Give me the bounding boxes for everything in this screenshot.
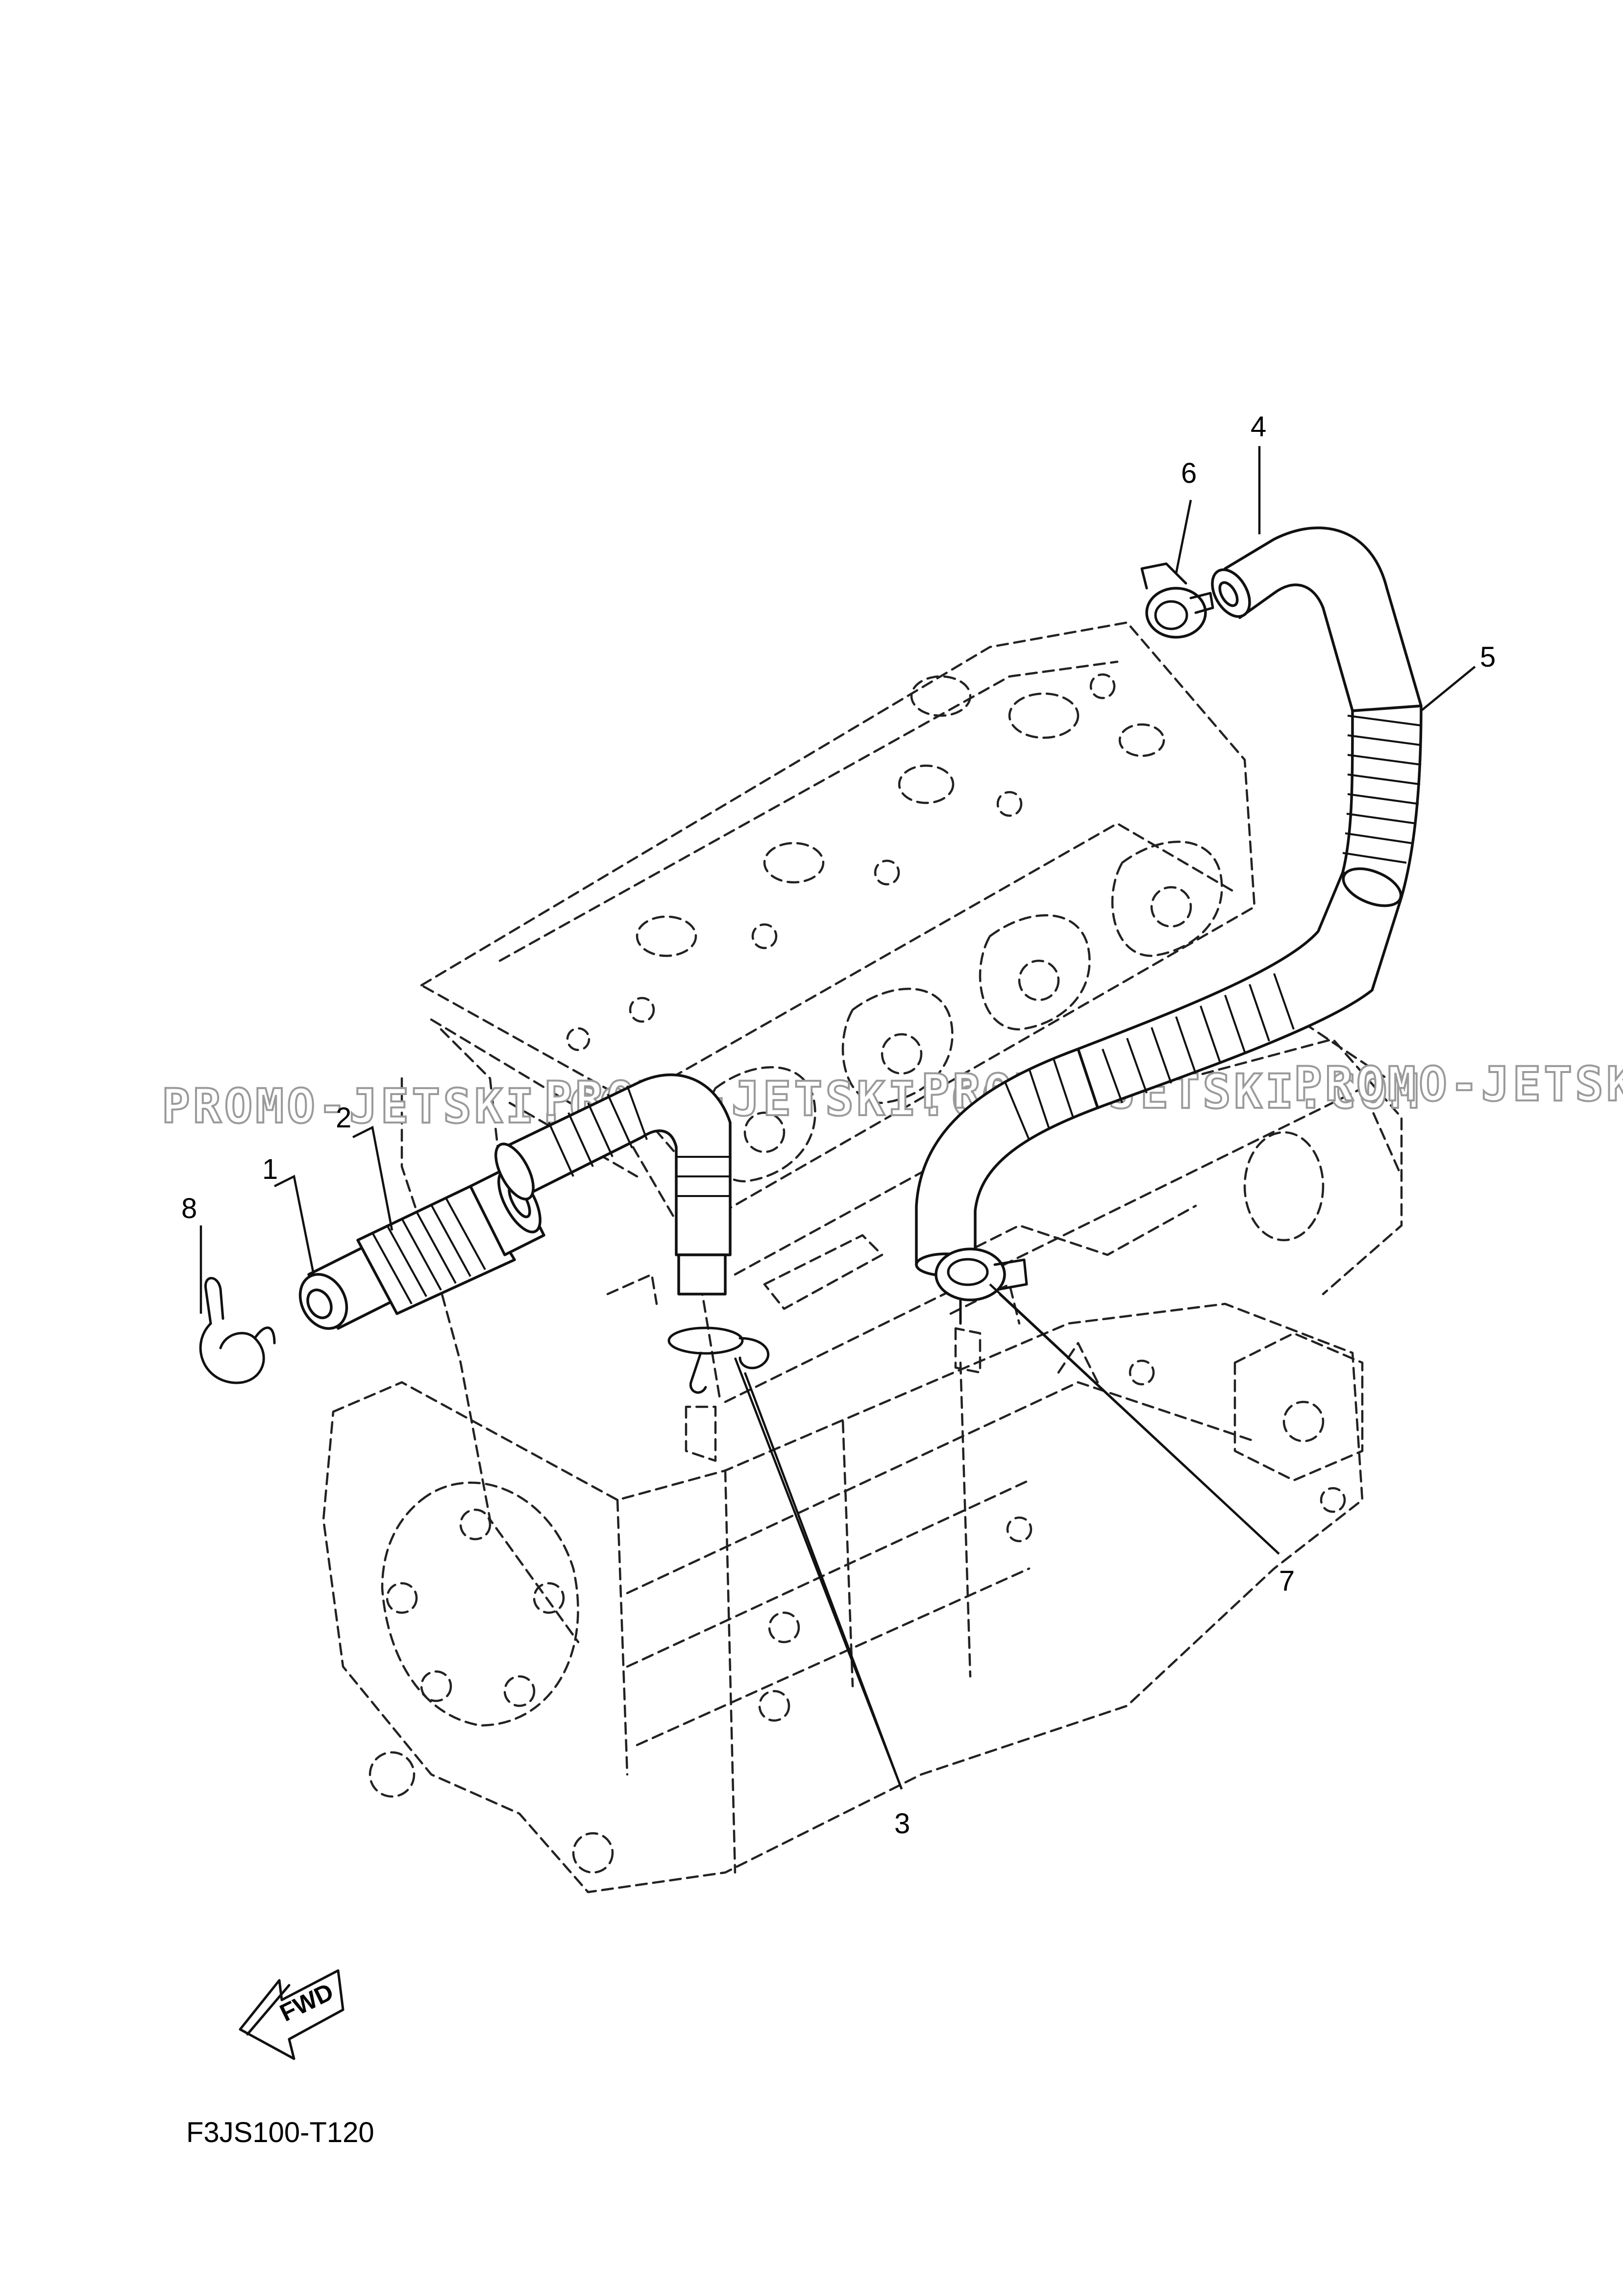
leader-line-5 [1420, 666, 1476, 712]
callout-3: 3 [894, 1808, 910, 1840]
callout-6: 6 [1181, 457, 1197, 489]
callout-5: 5 [1480, 641, 1496, 673]
callout-7: 7 [1279, 1565, 1295, 1597]
part-8-clip [199, 1277, 276, 1384]
callout-4: 4 [1251, 411, 1266, 443]
leader-lines [199, 446, 1476, 1790]
fwd-arrow-icon: FWD [239, 1969, 344, 2060]
watermark-text: PROMO-JETSKI.COM [1294, 1057, 1623, 1112]
part-7-hose-clamp [934, 1248, 1028, 1374]
callout-2: 2 [336, 1102, 351, 1134]
part-3-elbow-hose [494, 1073, 770, 1462]
callout-1: 1 [262, 1153, 278, 1185]
leader-line-6 [1175, 499, 1192, 574]
callout-labels: 1 2 3 4 5 6 7 8 [181, 411, 1496, 1840]
part-4-elbow-hose [1211, 526, 1423, 712]
drawing-code: F3JS100-T120 [186, 2117, 374, 2148]
leader-line-7b [999, 1293, 1280, 1555]
engine-block-outline [322, 621, 1403, 1894]
leader-line-1 [273, 1174, 315, 1275]
part-6-hose-clamp [1140, 562, 1214, 639]
leader-line-2 [352, 1125, 393, 1231]
watermark: PROMO-JETSKI.COM PROMO-JETSKI.COM PROMO-… [161, 1056, 1623, 1135]
leader-line-3b [743, 1372, 903, 1790]
fwd-label: FWD [275, 1978, 338, 2027]
callout-8: 8 [181, 1193, 197, 1224]
part-5-hose [915, 704, 1423, 1277]
